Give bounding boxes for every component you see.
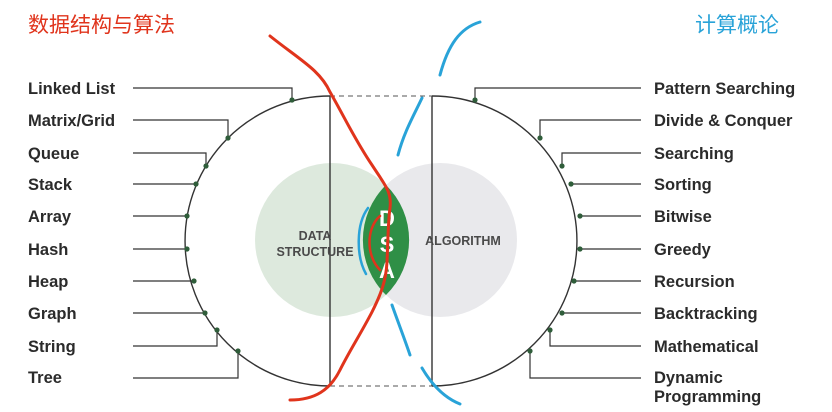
blue-freehand-stroke-lower	[390, 303, 412, 357]
ds-connector-line	[133, 87, 293, 100]
ds-item-queue: Queue	[28, 145, 79, 163]
blue-freehand-stroke-bottom	[420, 366, 462, 406]
algo-item-divide-conquer: Divide & Conquer	[654, 112, 793, 130]
ds-item-array: Array	[28, 208, 72, 226]
ds-connector-dot	[214, 327, 220, 333]
ds-connector-line	[133, 119, 229, 138]
algo-item-pattern-searching: Pattern Searching	[654, 80, 795, 98]
algo-connector-dot	[568, 181, 574, 187]
data-structure-label-line2: STRUCTURE	[276, 245, 353, 259]
ds-connector-dot	[191, 278, 197, 284]
red-inner-arc	[368, 214, 382, 272]
algo-connector-dot	[537, 135, 543, 141]
ds-item-heap: Heap	[28, 273, 68, 291]
data-structure-label-line1: DATA	[299, 229, 332, 243]
ds-item-stack: Stack	[28, 176, 73, 194]
ds-item-tree: Tree	[28, 369, 62, 387]
ds-connector-line	[133, 351, 239, 379]
right-half-circle	[431, 95, 578, 387]
blue-inner-arc	[357, 206, 370, 276]
ds-connector-dot	[289, 97, 295, 103]
algo-connector-dot	[559, 310, 565, 316]
algo-connector-dot	[559, 163, 565, 169]
blue-freehand-stroke-top	[438, 20, 482, 77]
ds-item-matrix-grid: Matrix/Grid	[28, 112, 115, 130]
dsa-intersection	[362, 185, 410, 295]
algo-connector-dot	[577, 213, 583, 219]
algo-connector-line	[549, 330, 641, 347]
algorithm-circle	[363, 163, 517, 317]
algo-item-dynamic-programming-line1: Dynamic	[654, 369, 723, 387]
algo-connector-dot	[577, 246, 583, 252]
algo-item-sorting: Sorting	[654, 176, 712, 194]
ds-connector-dot	[225, 135, 231, 141]
algo-connector-line	[474, 87, 641, 100]
algo-item-recursion: Recursion	[654, 273, 735, 291]
left-half-circle	[184, 95, 331, 387]
data-structure-list: Linked List Matrix/Grid Queue Stack Arra…	[28, 80, 116, 387]
ds-item-string: String	[28, 338, 76, 356]
algo-connector-line	[539, 119, 641, 138]
ds-item-hash: Hash	[28, 241, 68, 259]
algo-item-dynamic-programming-line2: Programming	[654, 388, 761, 406]
left-annotation: 数据结构与算法	[28, 13, 175, 37]
ds-connector-dot	[235, 348, 241, 354]
blue-freehand-stroke-mid	[396, 96, 424, 157]
algo-connector-dot	[527, 348, 533, 354]
ds-item-graph: Graph	[28, 305, 77, 323]
algo-item-bitwise: Bitwise	[654, 208, 712, 226]
algo-item-searching: Searching	[654, 145, 734, 163]
ds-connector-dot	[203, 163, 209, 169]
algo-item-backtracking: Backtracking	[654, 305, 758, 323]
ds-connector-line	[133, 152, 207, 166]
algo-connector-line	[561, 152, 641, 166]
algo-connector-dot	[571, 278, 577, 284]
algorithm-list: Pattern Searching Divide & Conquer Searc…	[654, 80, 795, 406]
algo-item-dynamic-programming: Dynamic Programming	[654, 369, 761, 406]
data-structure-circle	[255, 163, 409, 317]
ds-item-linked-list: Linked List	[28, 80, 116, 98]
ds-connector-line	[133, 330, 218, 347]
right-annotation: 计算概论	[695, 13, 779, 37]
ds-connector-dot	[184, 246, 190, 252]
ds-connector-dot	[202, 310, 208, 316]
red-freehand-stroke	[268, 34, 392, 402]
algo-connector-dot	[472, 97, 478, 103]
ds-connector-dot	[184, 213, 190, 219]
algo-item-greedy: Greedy	[654, 241, 712, 259]
algo-connector-line	[529, 351, 641, 379]
algo-item-mathematical: Mathematical	[654, 338, 759, 356]
ds-connector-dot	[193, 181, 199, 187]
algorithm-label: ALGORITHM	[425, 234, 501, 248]
algo-connector-dot	[547, 327, 553, 333]
